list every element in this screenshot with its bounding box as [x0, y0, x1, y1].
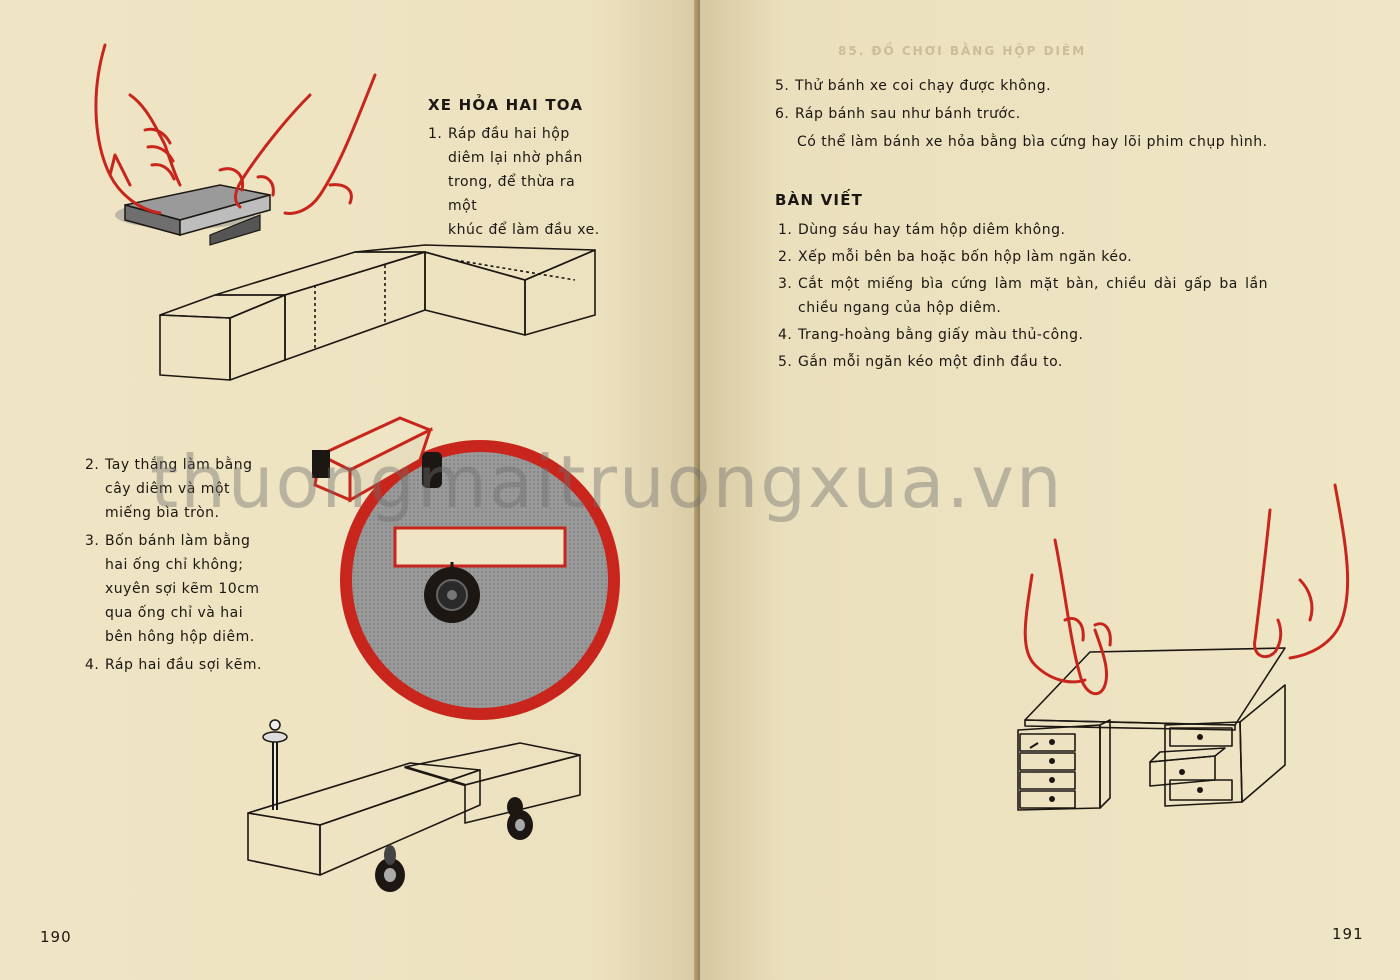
step-number: 2. — [778, 249, 793, 265]
desk-steps-list: 1. Dùng sáu hay tám hộp diêm không. 2. X… — [778, 218, 1268, 374]
desk-step-4: 4. Trang-hoàng bằng giấy màu thủ-công. — [778, 323, 1268, 347]
step-line: khúc để làm đầu xe. — [448, 222, 600, 238]
step-text: Gắn mỗi ngăn kéo một đinh đầu to. — [798, 354, 1063, 370]
step-number: 2. — [85, 457, 100, 473]
step-number: 6. — [775, 106, 790, 122]
wheel-note: Có thể làm bánh xe hỏa bằng bìa cứng hay… — [797, 134, 1268, 150]
step-text: Trang-hoàng bằng giấy màu thủ-công. — [798, 327, 1084, 343]
step-number: 4. — [85, 657, 100, 673]
step-line: hai ống chỉ không; — [105, 557, 244, 573]
right-page: 85. ĐỒ CHƠI BẰNG HỘP DIÊM 5. Thử bánh xe… — [700, 0, 1400, 980]
step-line: miếng bìa tròn. — [105, 505, 220, 521]
step-line: bên hông hộp diêm. — [105, 629, 255, 645]
step-line: Bốn bánh làm bằng — [105, 533, 251, 549]
desk-step-3: 3. Cắt một miếng bìa cứng làm mặt bàn, c… — [778, 272, 1268, 320]
section-title-desk: BÀN VIẾT — [775, 191, 864, 209]
train-step-2: 2. Tay thắng làm bằng cây diêm và một mi… — [85, 453, 270, 525]
step-line: Tay thắng làm bằng — [105, 457, 253, 473]
desk-step-5: 5. Gắn mỗi ngăn kéo một đinh đầu to. — [778, 350, 1268, 374]
step-number: 3. — [85, 533, 100, 549]
desk-step-2: 2. Xếp mỗi bên ba hoặc bốn hộp làm ngăn … — [778, 245, 1268, 269]
step-line: xuyên sợi kẽm 10cm — [105, 581, 260, 597]
left-page: XE HỎA HAI TOA 1. Ráp đầu hai hộp diêm l… — [0, 0, 700, 980]
train-step-3: 3. Bốn bánh làm bằng hai ống chỉ không; … — [85, 529, 270, 649]
step-line: cây diêm và một — [105, 481, 230, 497]
step-number: 3. — [778, 276, 793, 292]
step-line: diêm lại nhờ phần — [448, 150, 583, 166]
step-number: 4. — [778, 327, 793, 343]
step-line: qua ống chỉ và hai — [105, 605, 244, 621]
desk-step-1: 1. Dùng sáu hay tám hộp diêm không. — [778, 218, 1268, 242]
hands-desk-illustration — [1017, 483, 1350, 811]
step-number: 1. — [778, 222, 793, 238]
train-steps-continued: 5. Thử bánh xe coi chạy được không. 6. R… — [775, 74, 1280, 154]
step-line: Ráp hai đầu sợi kẽm. — [105, 657, 262, 673]
step-number: 5. — [775, 78, 790, 94]
step-line: trong, để thừa ra một — [448, 174, 576, 214]
step-text: Cắt một miếng bìa cứng làm mặt bàn, chiề… — [798, 276, 1268, 316]
train-step-4: 4. Ráp hai đầu sợi kẽm. — [85, 653, 270, 677]
step-text: Xếp mỗi bên ba hoặc bốn hộp làm ngăn kéo… — [798, 249, 1133, 265]
section-title-train: XE HỎA HAI TOA — [428, 96, 584, 114]
step-text: Dùng sáu hay tám hộp diêm không. — [798, 222, 1066, 238]
watermark-text: thuongmaitruongxua.vn — [150, 440, 1064, 524]
open-matchboxes-illustration — [159, 244, 596, 381]
page-number-right: 191 — [1332, 925, 1364, 943]
wheel-detail-circle — [312, 416, 620, 720]
page-number-left: 190 — [40, 928, 72, 946]
faded-running-header: 85. ĐỒ CHƠI BẰNG HỘP DIÊM — [838, 44, 1087, 58]
train-step-5: 5. Thử bánh xe coi chạy được không. — [775, 74, 1280, 98]
train-step-1: 1. Ráp đầu hai hộp diêm lại nhờ phần tro… — [428, 122, 608, 242]
step-number: 5. — [778, 354, 793, 370]
hands-matchbox-illustration — [94, 43, 377, 246]
train-illustration — [247, 719, 581, 892]
train-steps-list: 2. Tay thắng làm bằng cây diêm và một mi… — [85, 453, 270, 677]
step-text: Thử bánh xe coi chạy được không. — [795, 78, 1052, 94]
step-number: 1. — [428, 126, 443, 142]
step-text: Ráp bánh sau như bánh trước. — [795, 106, 1021, 122]
step-line: Ráp đầu hai hộp — [448, 126, 570, 142]
train-step-6: 6. Ráp bánh sau như bánh trước. — [775, 102, 1280, 126]
